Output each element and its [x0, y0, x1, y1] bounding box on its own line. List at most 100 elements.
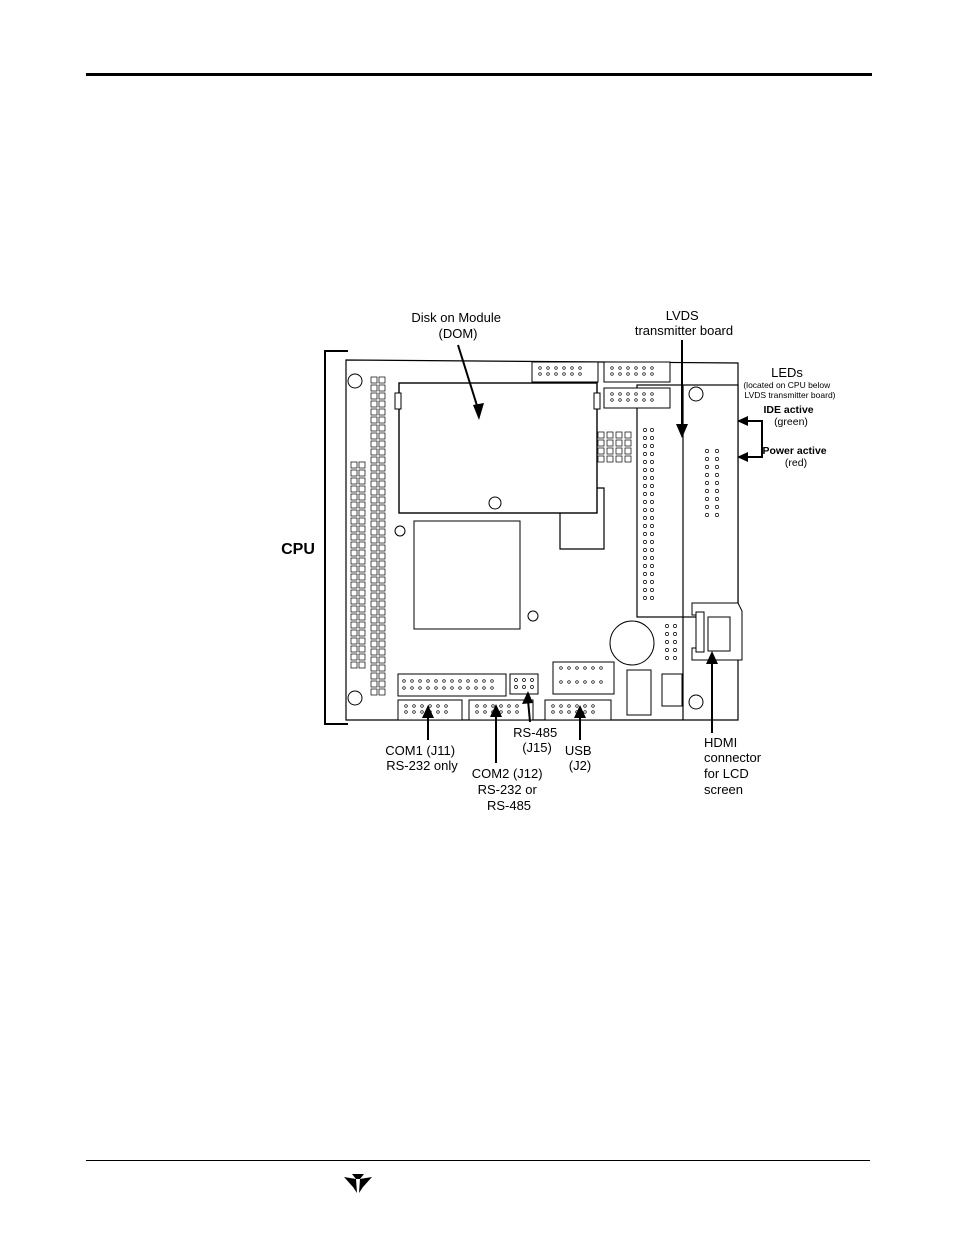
pin — [359, 574, 365, 580]
pin — [598, 440, 604, 446]
pin — [584, 705, 587, 708]
cpu-chip — [414, 521, 520, 629]
top-connector — [532, 362, 598, 382]
pin — [371, 601, 377, 607]
pin — [351, 542, 357, 548]
pin — [643, 588, 646, 591]
pin — [673, 648, 676, 651]
pin — [379, 641, 385, 647]
pin — [459, 680, 462, 683]
pin — [650, 596, 653, 599]
pin — [625, 432, 631, 438]
pin — [379, 409, 385, 415]
pin — [616, 440, 622, 446]
pin — [571, 373, 574, 376]
pin — [643, 596, 646, 599]
pin — [351, 622, 357, 628]
pin — [351, 614, 357, 620]
pin — [665, 632, 668, 635]
pin — [705, 489, 708, 492]
pin — [579, 367, 582, 370]
pin — [359, 630, 365, 636]
pin — [371, 393, 377, 399]
pin — [619, 373, 622, 376]
pin — [484, 705, 487, 708]
pin — [650, 492, 653, 495]
pin — [568, 705, 571, 708]
pin — [351, 510, 357, 516]
pin — [371, 577, 377, 583]
pin — [625, 456, 631, 462]
pin — [643, 516, 646, 519]
pin — [673, 632, 676, 635]
pin — [351, 582, 357, 588]
pin — [560, 705, 563, 708]
pin — [598, 448, 604, 454]
pin — [379, 649, 385, 655]
pin — [379, 401, 385, 407]
pin — [635, 399, 638, 402]
pin — [371, 449, 377, 455]
power-active-label: Power active (red) — [762, 445, 829, 469]
pin — [359, 606, 365, 612]
pin — [600, 681, 603, 684]
pin — [379, 625, 385, 631]
pin — [405, 705, 408, 708]
pin — [351, 574, 357, 580]
pin — [611, 399, 614, 402]
pin — [359, 518, 365, 524]
pin — [371, 497, 377, 503]
pin — [371, 673, 377, 679]
pin — [403, 687, 406, 690]
pin — [379, 489, 385, 495]
top-connector — [604, 362, 670, 382]
pin — [643, 524, 646, 527]
pin — [359, 542, 365, 548]
pin — [421, 705, 424, 708]
pin — [371, 593, 377, 599]
pin — [611, 367, 614, 370]
pin — [643, 399, 646, 402]
pin — [379, 513, 385, 519]
pin — [516, 705, 519, 708]
pin — [351, 662, 357, 668]
pin — [359, 582, 365, 588]
pin — [625, 448, 631, 454]
pin — [371, 665, 377, 671]
pin — [635, 373, 638, 376]
pin — [500, 705, 503, 708]
pin — [643, 540, 646, 543]
pin — [476, 705, 479, 708]
pin — [359, 510, 365, 516]
pin — [475, 687, 478, 690]
pin — [371, 473, 377, 479]
pin — [371, 433, 377, 439]
pin — [445, 711, 448, 714]
pin — [379, 521, 385, 527]
pin — [705, 505, 708, 508]
pin — [351, 494, 357, 500]
pin — [584, 711, 587, 714]
pin — [379, 617, 385, 623]
pin — [651, 367, 654, 370]
pin — [607, 440, 613, 446]
pin — [371, 625, 377, 631]
pin — [371, 377, 377, 383]
pin — [371, 489, 377, 495]
pin — [371, 409, 377, 415]
pin — [467, 680, 470, 683]
pin — [552, 705, 555, 708]
pin — [600, 667, 603, 670]
pin — [459, 687, 462, 690]
pin — [379, 473, 385, 479]
pin — [705, 513, 708, 516]
pin — [571, 367, 574, 370]
pin — [650, 540, 653, 543]
pin — [665, 624, 668, 627]
pin — [643, 468, 646, 471]
pin — [379, 561, 385, 567]
pin — [579, 373, 582, 376]
pin — [643, 452, 646, 455]
pin — [560, 711, 563, 714]
pin — [515, 686, 518, 689]
